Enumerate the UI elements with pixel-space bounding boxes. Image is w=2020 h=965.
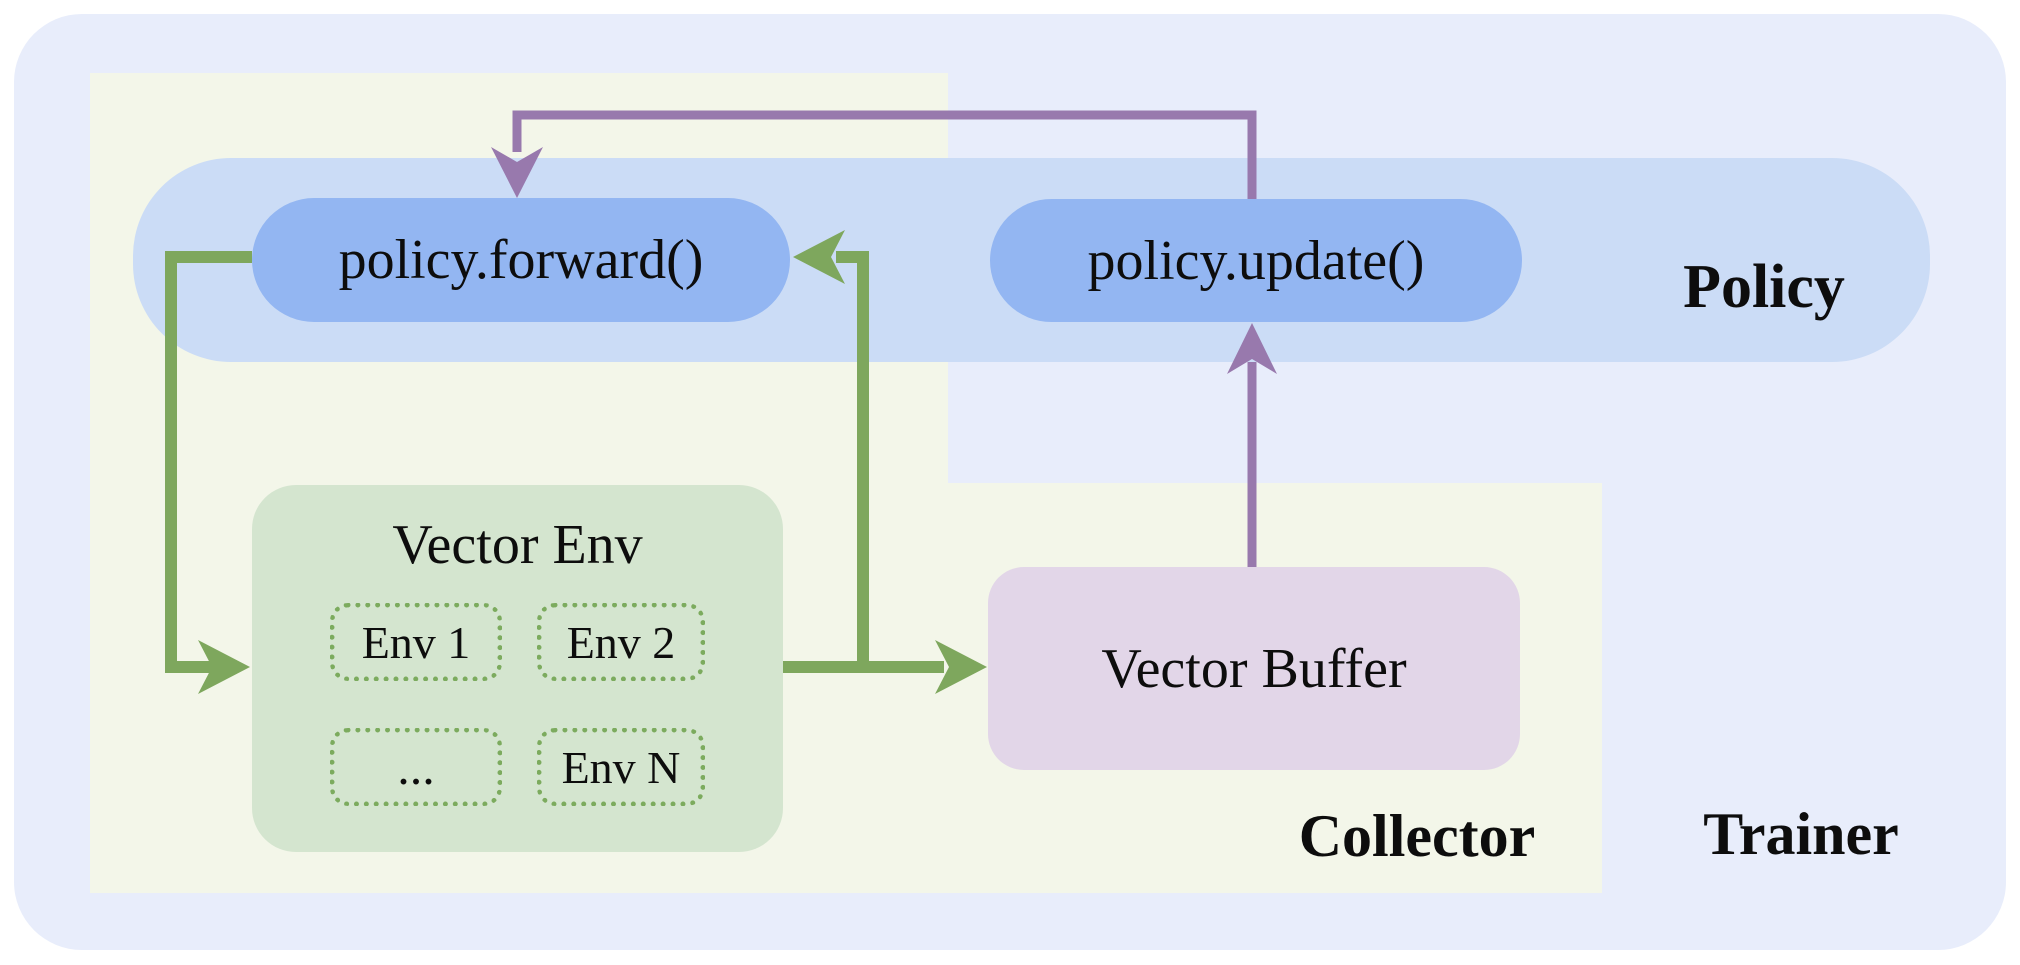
trainer-region-label: Trainer — [1703, 800, 1899, 867]
policy-forward-label: policy.forward() — [338, 229, 704, 291]
env-ellipsis-label: ... — [397, 739, 435, 795]
vector-env-title: Vector Env — [392, 514, 643, 576]
vector-buffer-label: Vector Buffer — [1101, 637, 1407, 700]
vector-buffer-node: Vector Buffer — [988, 567, 1520, 770]
vector-env-node: Vector Env Env 1 Env 2 ... Env N — [252, 485, 783, 852]
collector-region-label: Collector — [1298, 802, 1536, 869]
env-ellipsis-node: ... — [330, 728, 502, 806]
env-2-node: Env 2 — [537, 603, 705, 681]
policy-update-label: policy.update() — [1087, 229, 1425, 292]
env-n-node: Env N — [537, 728, 705, 806]
env-1-label: Env 1 — [361, 616, 471, 668]
env-1-node: Env 1 — [330, 603, 502, 681]
policy-region-label: Policy — [1683, 252, 1845, 321]
policy-forward-node: policy.forward() — [252, 198, 790, 322]
env-2-label: Env 2 — [566, 616, 676, 668]
policy-update-node: policy.update() — [990, 199, 1522, 322]
env-n-label: Env N — [561, 741, 681, 793]
